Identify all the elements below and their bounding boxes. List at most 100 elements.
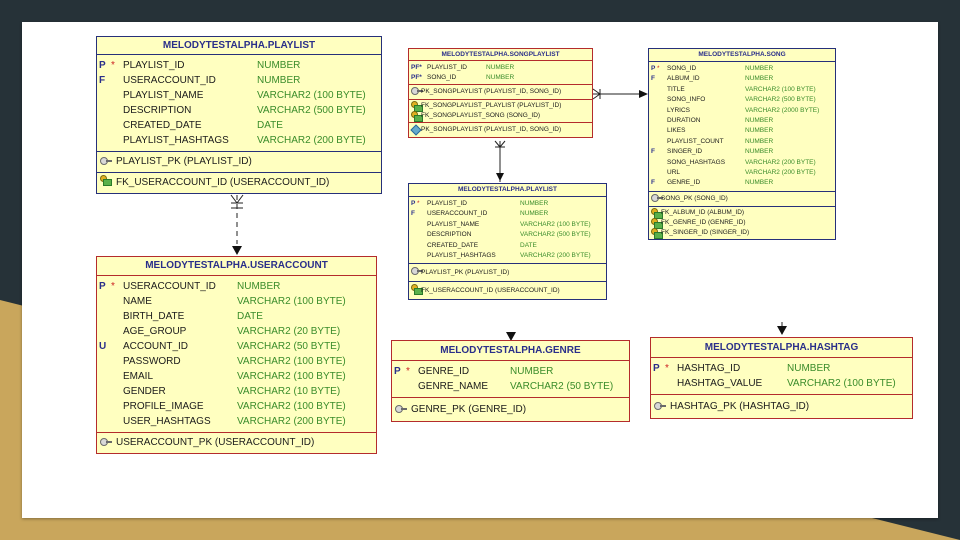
column-type: VARCHAR2 (500 BYTE) xyxy=(520,231,591,239)
constraint-row[interactable]: FK_SINGER_ID (SINGER_ID) xyxy=(649,227,835,239)
table-songplaylist[interactable]: MELODYTESTALPHA.SONGPLAYLIST PF*PLAYLIST… xyxy=(408,48,593,138)
constraint-label: PLAYLIST_PK (PLAYLIST_ID) xyxy=(116,156,252,167)
primary-key-list: HASHTAG_PK (HASHTAG_ID) xyxy=(651,395,912,418)
key-flag: F xyxy=(651,179,655,187)
column-row[interactable]: LIKES NUMBER xyxy=(649,126,835,136)
primary-key-list: GENRE_PK (GENRE_ID) xyxy=(392,398,629,421)
column-name: SONG_HASHTAGS xyxy=(667,158,726,166)
column-name: CREATED_DATE xyxy=(427,241,479,249)
constraint-row[interactable]: FK_SONGPLAYLIST_PLAYLIST (PLAYLIST_ID) xyxy=(409,101,592,112)
column-name: SINGER_ID xyxy=(667,148,703,156)
constraint-row[interactable]: FK_SONGPLAYLIST_SONG (SONG_ID) xyxy=(409,111,592,122)
constraint-label: HASHTAG_PK (HASHTAG_ID) xyxy=(670,401,810,412)
constraint-row[interactable]: HASHTAG_PK (HASHTAG_ID) xyxy=(651,398,912,415)
column-type: NUMBER xyxy=(745,127,774,135)
constraint-row[interactable]: FK_ALBUM_ID (ALBUM_ID) xyxy=(649,207,835,219)
column-name: PROFILE_IMAGE xyxy=(123,401,204,412)
constraint-row[interactable]: FK_GENRE_ID (GENRE_ID) xyxy=(649,217,835,229)
constraint-row[interactable]: SONG_PK (SONG_ID) xyxy=(649,193,835,204)
key-flag: U xyxy=(99,341,107,352)
constraint-row[interactable]: GENRE_PK (GENRE_ID) xyxy=(392,401,629,418)
constraint-row[interactable]: PK_SONGPLAYLIST (PLAYLIST_ID, SONG_ID) xyxy=(409,87,592,97)
table-useraccount[interactable]: MELODYTESTALPHA.USERACCOUNT P*USERACCOUN… xyxy=(96,256,377,454)
foreign-key-icon xyxy=(651,207,663,222)
column-type: VARCHAR2 (50 BYTE) xyxy=(510,381,614,392)
constraint-row[interactable]: FK_USERACCOUNT_ID (USERACCOUNT_ID) xyxy=(97,175,381,191)
column-name: NAME xyxy=(123,296,152,307)
constraint-row[interactable]: USERACCOUNT_PK (USERACCOUNT_ID) xyxy=(97,435,376,451)
unique-key-list: PK_SONGPLAYLIST (PLAYLIST_ID, SONG_ID) xyxy=(409,123,592,137)
foreign-key-icon xyxy=(651,217,663,232)
column-type: NUMBER xyxy=(745,65,774,72)
column-type: NUMBER xyxy=(257,75,301,86)
column-type: VARCHAR2 (100 BYTE) xyxy=(520,220,591,228)
mandatory-flag: * xyxy=(665,363,669,374)
constraint-row[interactable]: PK_SONGPLAYLIST (PLAYLIST_ID, SONG_ID) xyxy=(409,125,592,135)
column-type: NUMBER xyxy=(257,60,301,71)
foreign-key-list: FK_USERACCOUNT_ID (USERACCOUNT_ID) xyxy=(97,173,381,193)
column-type: VARCHAR2 (20 BYTE) xyxy=(237,326,341,337)
foreign-key-icon xyxy=(411,101,423,115)
column-type: NUMBER xyxy=(486,64,515,71)
constraint-row[interactable]: FK_USERACCOUNT_ID (USERACCOUNT_ID) xyxy=(409,284,606,297)
constraint-row[interactable]: PLAYLIST_PK (PLAYLIST_ID) xyxy=(409,266,606,279)
constraint-row[interactable]: PLAYLIST_PK (PLAYLIST_ID) xyxy=(97,154,381,170)
column-type: VARCHAR2 (500 BYTE) xyxy=(257,105,366,116)
column-type: VARCHAR2 (200 BYTE) xyxy=(745,168,816,176)
column-type: VARCHAR2 (200 BYTE) xyxy=(237,416,346,427)
table-title: MELODYTESTALPHA.PLAYLIST xyxy=(409,184,606,197)
column-name: LIKES xyxy=(667,127,686,135)
key-flag: PF* xyxy=(411,64,422,71)
column-type: DATE xyxy=(237,311,263,322)
column-name: GENRE_ID xyxy=(418,366,470,377)
